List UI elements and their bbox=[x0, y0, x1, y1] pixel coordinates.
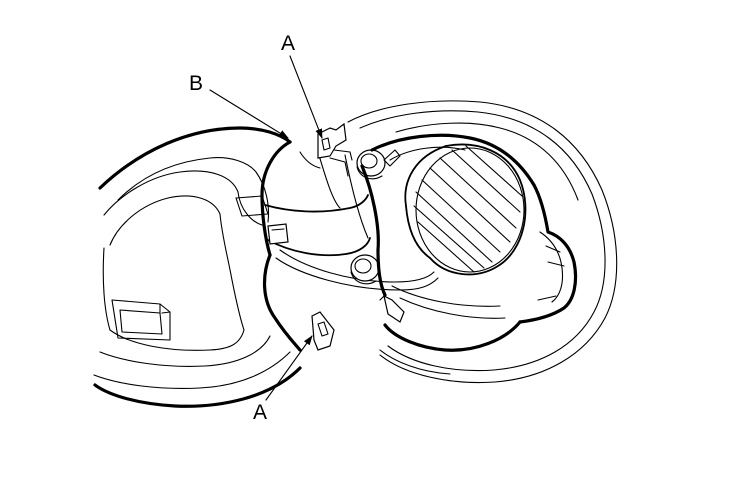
fuel-filler-cap bbox=[404, 143, 527, 276]
callout-label-b: B bbox=[189, 72, 204, 95]
fuel-fill-lid bbox=[93, 126, 302, 408]
fastener-a-bottom bbox=[311, 311, 335, 351]
leader-b bbox=[209, 89, 289, 139]
leader-a-top bbox=[289, 55, 323, 139]
bolt-upper bbox=[356, 149, 386, 180]
callout-label-a-top: A bbox=[281, 32, 296, 55]
leader-lines bbox=[209, 55, 323, 401]
callout-label-a-bottom: A bbox=[253, 401, 268, 424]
filler-housing bbox=[347, 100, 618, 384]
bolt-lower bbox=[350, 254, 380, 285]
leader-a-bottom bbox=[265, 335, 313, 401]
hinge-arm bbox=[260, 122, 439, 291]
